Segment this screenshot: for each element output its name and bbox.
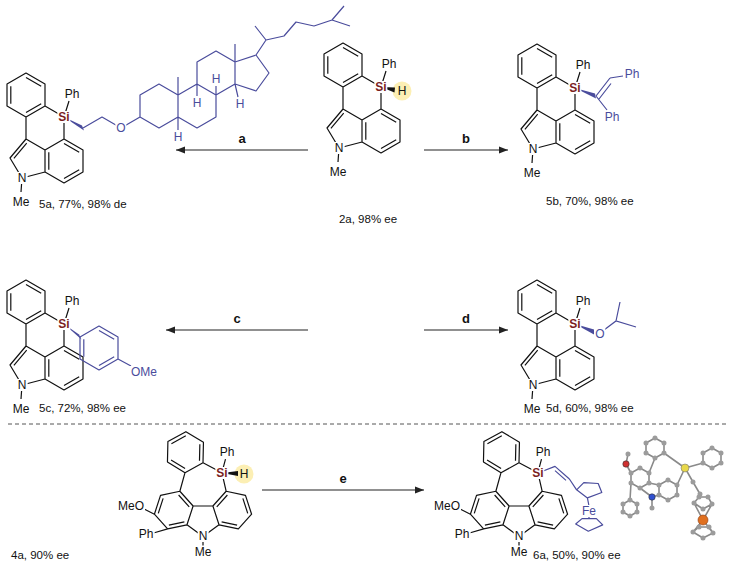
- separator-line: [8, 424, 727, 425]
- atom-label: Ph: [138, 528, 155, 540]
- atom-label: N: [334, 142, 345, 154]
- crystal-n-atom: [649, 494, 655, 500]
- atom-label: N: [17, 172, 28, 184]
- atom-label: H: [397, 85, 408, 97]
- arrow-head: [499, 147, 508, 154]
- atom-label: Si: [568, 318, 581, 330]
- vinyl-bonds: [596, 76, 623, 110]
- stereo-h-label: H: [192, 97, 203, 109]
- atom-label: Fe: [581, 505, 597, 517]
- compound-structure: MeOPhSiHPhNMe4a, 90% ee: [3, 428, 258, 566]
- core-5b: [518, 44, 594, 163]
- isopropyl-bonds: [604, 302, 636, 330]
- atom-label: Me: [510, 546, 529, 558]
- compound-structure: PhSiOMeN Me 5c, 72%, 98% ee: [3, 278, 162, 418]
- atom-label: Ph: [575, 59, 592, 71]
- atom-label: N: [198, 530, 209, 542]
- atom-label: Ph: [604, 111, 621, 123]
- atom-label: Ph: [535, 446, 552, 458]
- atom-label: Si: [531, 467, 544, 479]
- crystal-fe-atom: [698, 515, 708, 525]
- atom-label: Ph: [64, 88, 81, 100]
- crystal-carbon-atoms: [623, 438, 721, 538]
- atom-label: Si: [374, 81, 387, 93]
- core-5c: [7, 280, 83, 399]
- atom-label: N: [528, 379, 539, 391]
- compound-label: 4a, 90% ee: [10, 550, 70, 562]
- core-2a: [324, 43, 400, 162]
- arrow-head: [176, 147, 185, 154]
- atom-label: Si: [568, 82, 581, 94]
- atom-label: Si: [215, 467, 228, 479]
- reaction-step-letter: d: [461, 312, 471, 325]
- atom-label: Me: [523, 167, 542, 179]
- reaction-step-letter: c: [232, 312, 241, 325]
- atom-label: N: [514, 530, 525, 542]
- crystal-si-atom: [681, 464, 689, 472]
- core-6a: [460, 432, 568, 546]
- atom-label: H: [239, 468, 250, 480]
- crystal-bonds: [623, 438, 721, 538]
- steroid-bonds: [83, 6, 350, 130]
- compound-structure: PhSi H N Me 2a, 98% ee: [312, 40, 420, 340]
- atom-label: Ph: [64, 295, 81, 307]
- reaction-arrow: [262, 489, 424, 490]
- core-5d: [518, 280, 594, 399]
- atom-label: Si: [57, 318, 70, 330]
- arrow-head: [415, 487, 424, 494]
- compound-label: 5a, 77%, 98% de: [38, 199, 128, 211]
- reaction-step-letter: e: [338, 472, 347, 485]
- compound-label: 5c, 72%, 98% ee: [38, 403, 127, 415]
- compound-label: 6a, 50%, 90% ee: [532, 550, 622, 562]
- compound-label: 2a, 98% ee: [338, 214, 398, 226]
- crystal-structure: [623, 438, 721, 538]
- stereo-h-label: H: [235, 98, 246, 110]
- atom-label: Me: [194, 546, 213, 558]
- atom-label: Me: [523, 403, 542, 415]
- atom-label: Ph: [454, 528, 471, 540]
- core-5a: [7, 73, 83, 192]
- reaction-arrow: [166, 329, 308, 330]
- arrow-head: [499, 327, 508, 334]
- atom-label: O: [594, 328, 605, 340]
- compound-structure: MeOPhSiPhNMeFe6a, 50%, 90% ee: [428, 428, 624, 566]
- atom-label: MeO: [433, 500, 461, 512]
- reaction-arrow: [424, 149, 508, 150]
- compound-structure: PhSiO N Me 5a, 77%, 98% de: [3, 60, 172, 216]
- atom-label: Ph: [381, 58, 398, 70]
- atom-label: Si: [57, 111, 70, 123]
- stereo-h-label: H: [211, 73, 222, 85]
- reaction-step-letter: a: [237, 132, 246, 145]
- arrow-head: [166, 327, 175, 334]
- reaction-step-letter: b: [461, 132, 471, 145]
- compound-structure: PhSiO N Me5d, 60%, 98% ee: [512, 278, 660, 418]
- atom-label: Me: [329, 166, 348, 178]
- atom-label: Ph: [624, 68, 641, 80]
- crystal-o-atom: [623, 461, 629, 467]
- stereo-h-label: H: [173, 131, 184, 143]
- atom-label: MeO: [117, 500, 145, 512]
- core-4a: [144, 432, 252, 546]
- compound-label: 5b, 70%, 98% ee: [545, 196, 635, 208]
- atom-label: N: [17, 379, 28, 391]
- atom-label: Me: [12, 403, 31, 415]
- reaction-arrow: [176, 149, 308, 150]
- compound-structure: PhSiPhPhNMe5b, 70%, 98% ee: [512, 30, 660, 215]
- atom-label: Ph: [219, 446, 236, 458]
- anisyl-bonds: [80, 326, 131, 370]
- compound-label: 5d, 60%, 98% ee: [545, 403, 635, 415]
- atom-label: N: [528, 143, 539, 155]
- reaction-arrow: [424, 329, 508, 330]
- ferrocenyl-bonds: [538, 466, 603, 531]
- si-h-highlight: [393, 82, 412, 101]
- atom-label: O: [115, 122, 126, 134]
- atom-label: Me: [12, 196, 31, 208]
- atom-label: OMe: [130, 366, 158, 378]
- atom-label: Ph: [575, 295, 592, 307]
